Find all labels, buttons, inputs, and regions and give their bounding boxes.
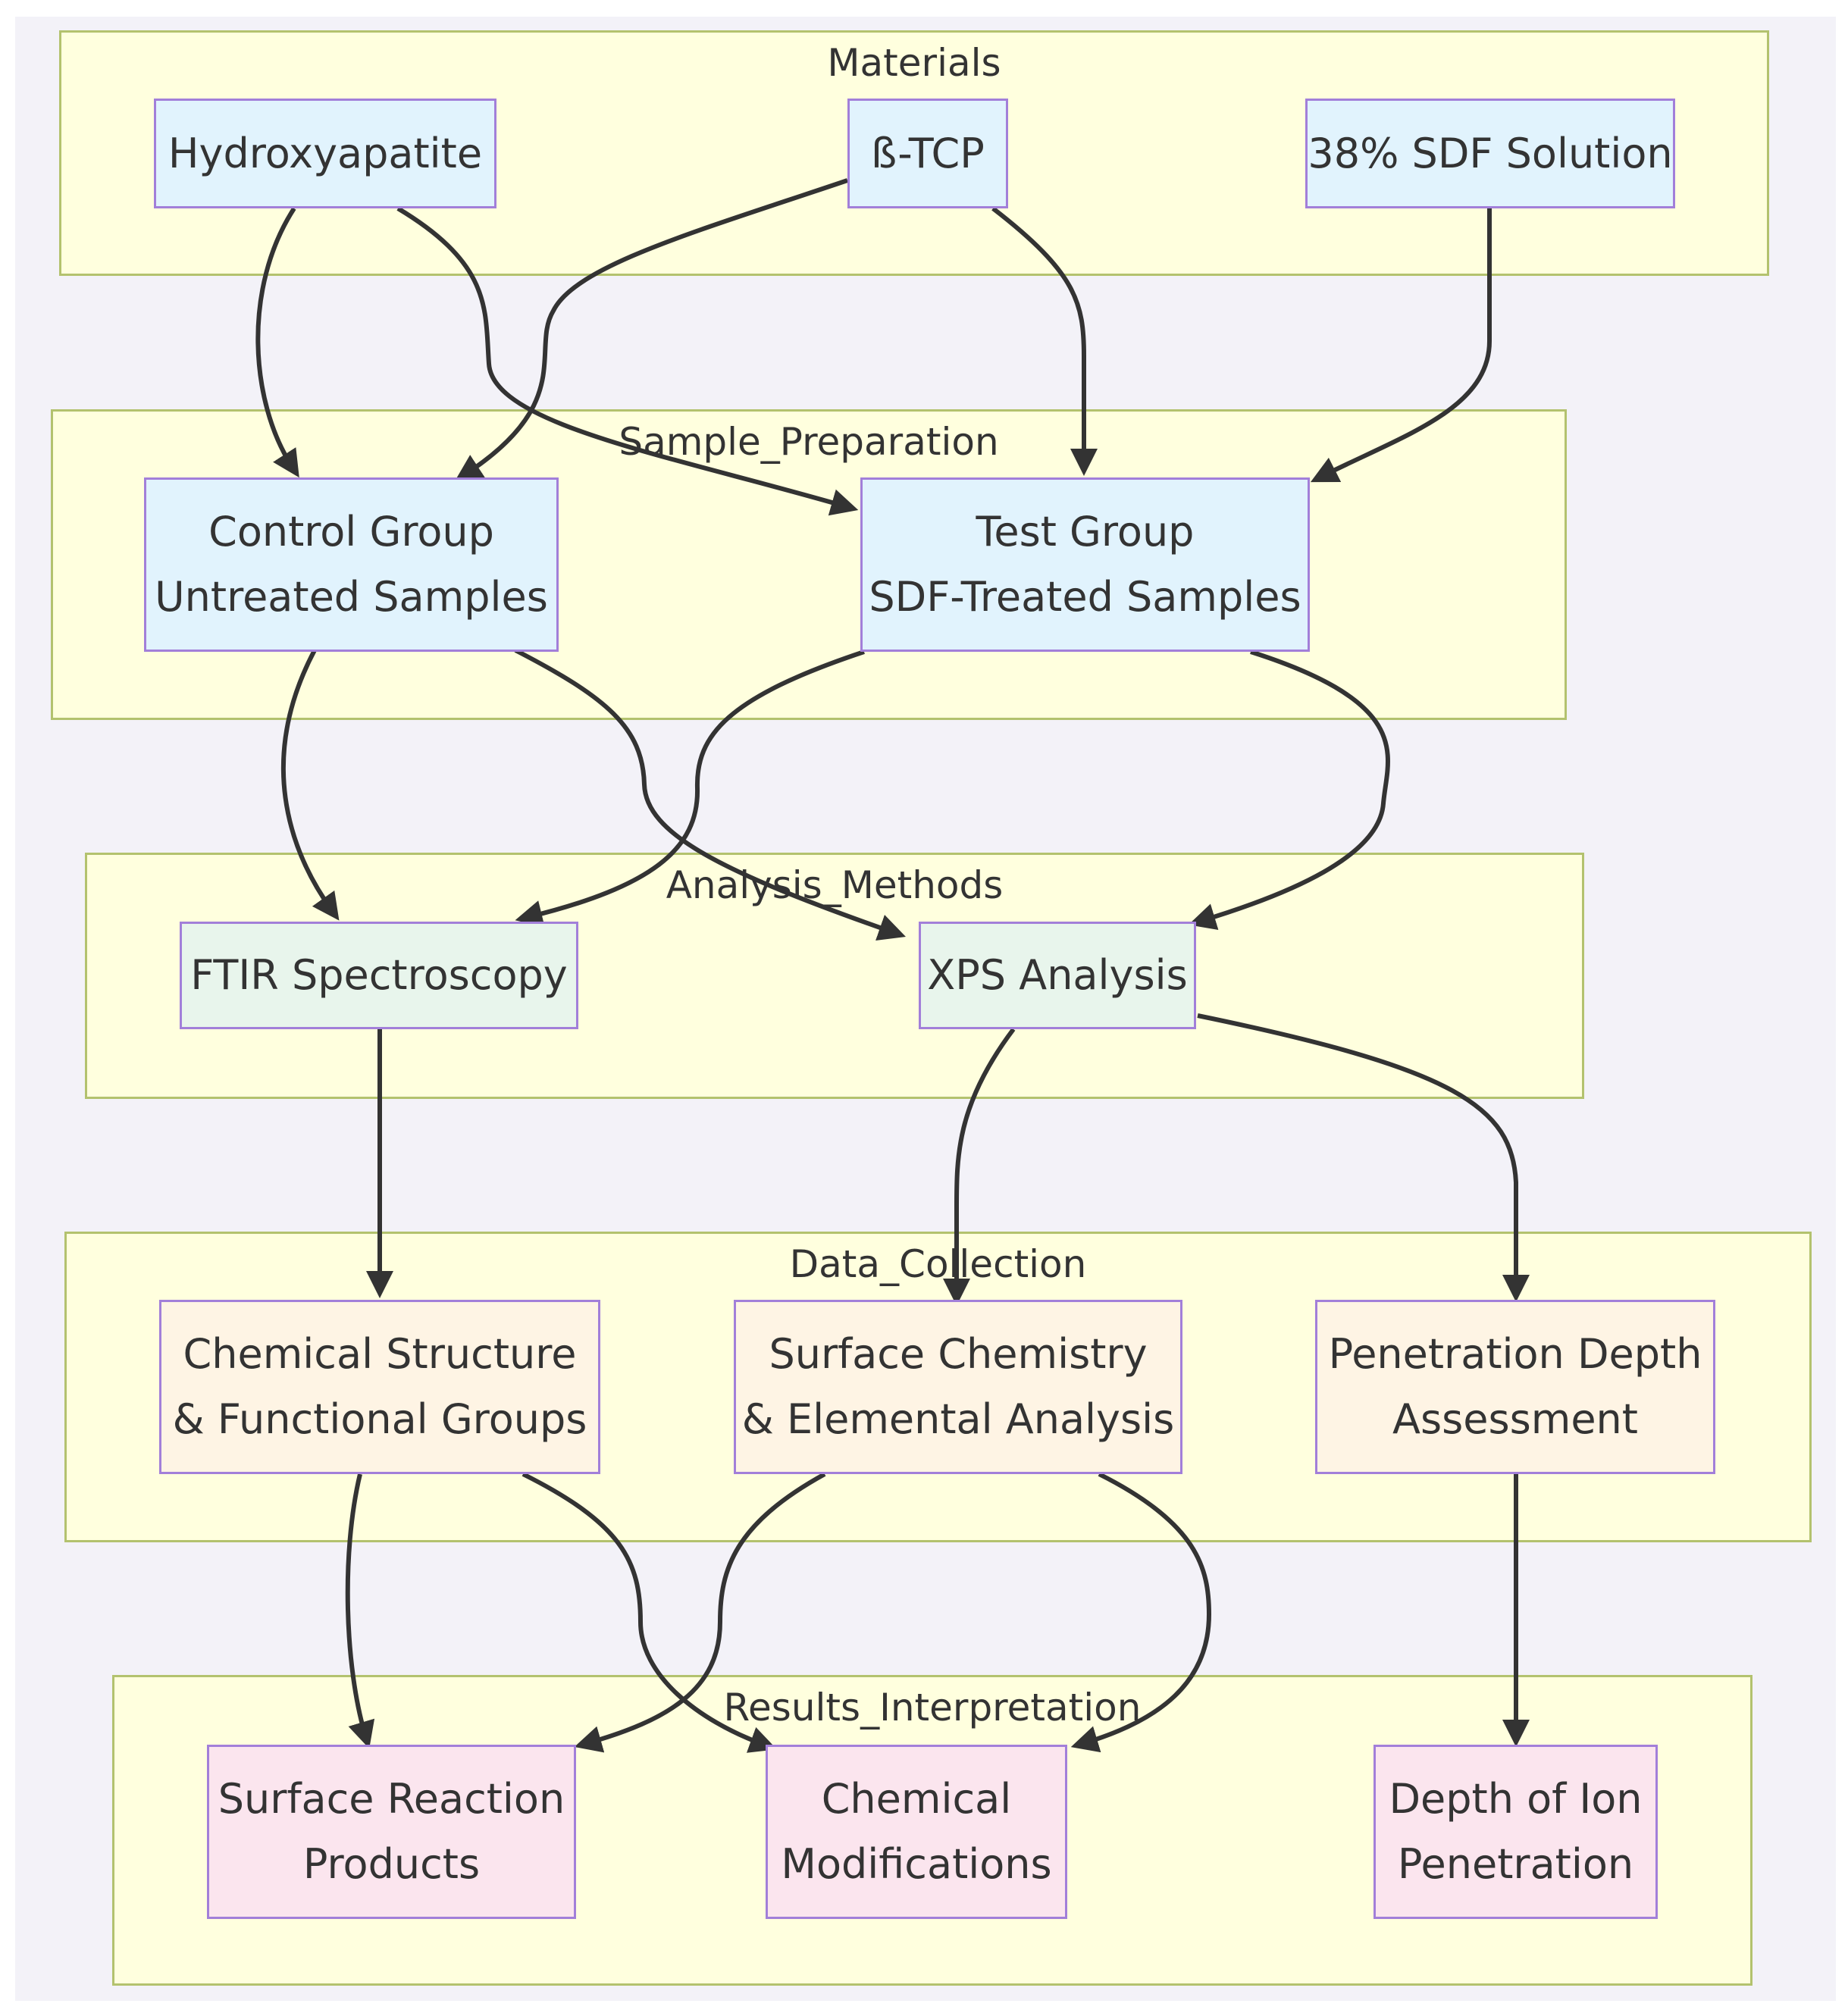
node-surface-reaction: Surface Reaction Products	[207, 1745, 576, 1919]
node-surface-chemistry-line2: & Elemental Analysis	[741, 1395, 1175, 1443]
node-xps: XPS Analysis	[919, 922, 1196, 1029]
node-hydroxyapatite: Hydroxyapatite	[154, 99, 496, 208]
node-ftir: FTIR Spectroscopy	[180, 922, 578, 1029]
node-chemical-modifications-line1: Chemical	[821, 1775, 1012, 1823]
node-depth-of-ion-line2: Penetration	[1397, 1840, 1634, 1888]
node-test-group-line2: SDF-Treated Samples	[869, 573, 1301, 621]
node-surface-reaction-line2: Products	[302, 1840, 481, 1888]
node-sdf-solution: 38% SDF Solution	[1305, 99, 1675, 208]
node-chemical-structure-line2: & Functional Groups	[172, 1395, 587, 1443]
node-hydroxyapatite-label: Hydroxyapatite	[168, 129, 483, 177]
node-test-group: Test Group SDF-Treated Samples	[860, 477, 1310, 652]
node-surface-chemistry-line1: Surface Chemistry	[769, 1330, 1148, 1378]
node-penetration-depth-line2: Assessment	[1392, 1395, 1638, 1443]
node-depth-of-ion-line1: Depth of Ion	[1389, 1775, 1643, 1823]
node-btcp: ß-TCP	[847, 99, 1008, 208]
node-control-group: Control Group Untreated Samples	[144, 477, 559, 652]
node-chemical-modifications: Chemical Modifications	[766, 1745, 1067, 1919]
cluster-title-results-interpretation: Results_Interpretation	[723, 1686, 1142, 1730]
node-penetration-depth: Penetration Depth Assessment	[1315, 1300, 1715, 1474]
node-depth-of-ion: Depth of Ion Penetration	[1373, 1745, 1658, 1919]
node-ftir-label: FTIR Spectroscopy	[190, 951, 568, 999]
node-test-group-line1: Test Group	[976, 508, 1195, 556]
node-xps-label: XPS Analysis	[927, 951, 1188, 999]
node-control-group-line1: Control Group	[208, 508, 494, 556]
node-chemical-structure-line1: Chemical Structure	[183, 1330, 577, 1378]
node-sdf-solution-label: 38% SDF Solution	[1308, 129, 1673, 177]
node-control-group-line2: Untreated Samples	[155, 573, 548, 621]
node-chemical-structure: Chemical Structure & Functional Groups	[159, 1300, 600, 1474]
node-chemical-modifications-line2: Modifications	[781, 1840, 1052, 1888]
cluster-title-sample-preparation: Sample_Preparation	[619, 420, 999, 464]
node-penetration-depth-line1: Penetration Depth	[1328, 1330, 1702, 1378]
cluster-title-analysis-methods: Analysis_Methods	[666, 863, 1004, 907]
node-btcp-label: ß-TCP	[871, 129, 985, 177]
cluster-title-materials: Materials	[827, 41, 1001, 85]
cluster-title-data-collection: Data_Collection	[789, 1242, 1087, 1286]
node-surface-reaction-line1: Surface Reaction	[218, 1775, 565, 1823]
node-surface-chemistry: Surface Chemistry & Elemental Analysis	[734, 1300, 1182, 1474]
